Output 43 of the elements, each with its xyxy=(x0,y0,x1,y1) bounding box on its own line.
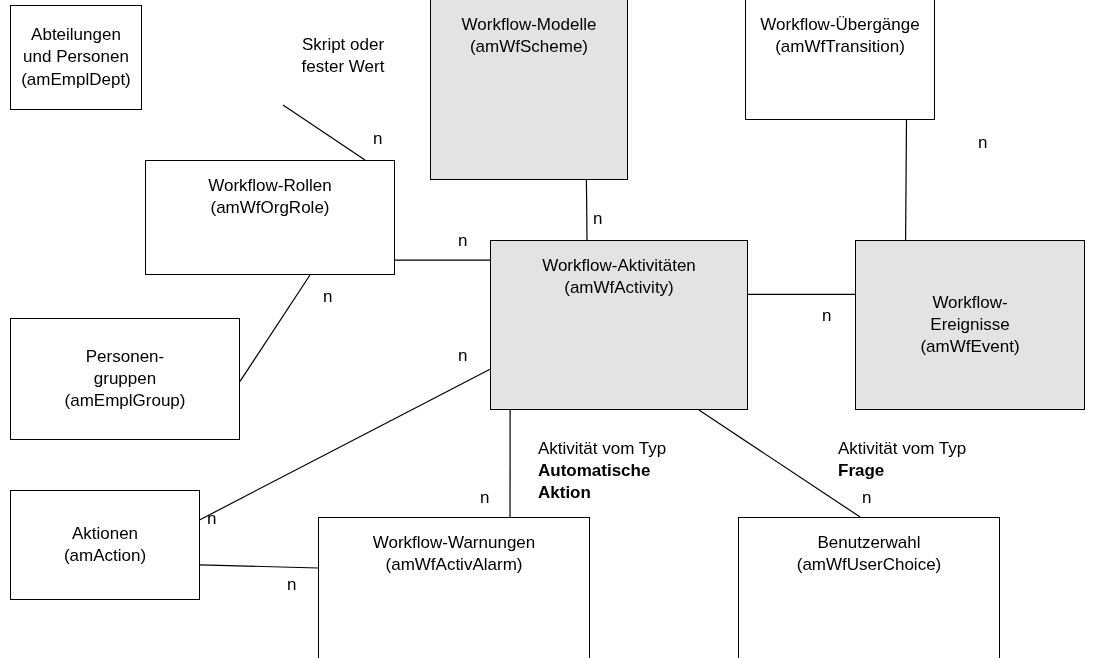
entity-name: Workflow-Warnungen (amWfActivAlarm) xyxy=(371,532,537,577)
cardinality-label: n xyxy=(287,574,297,596)
relationship-line xyxy=(585,179,588,241)
entity-name: Aktionen (amAction) xyxy=(62,522,148,567)
entity-name: Workflow-Aktivitäten (amWfActivity) xyxy=(541,255,697,300)
entity-name: Personen-gruppen (amEmplGroup) xyxy=(63,345,187,413)
entity-box xyxy=(855,240,1085,410)
relationship-line xyxy=(239,274,311,383)
entity-box xyxy=(10,318,240,440)
relationship-line xyxy=(698,409,861,518)
cardinality-label: n xyxy=(593,208,603,230)
cardinality-label: n xyxy=(862,487,872,509)
cardinality-label: n xyxy=(480,487,490,509)
entity-box xyxy=(145,160,395,275)
cardinality-label: n xyxy=(373,128,383,150)
relationship-line xyxy=(282,104,366,161)
relationship-line xyxy=(199,564,319,569)
entity-box xyxy=(490,240,748,410)
entity-box xyxy=(318,517,590,658)
entity-box xyxy=(745,0,935,120)
entity-name: Benutzerwahl (amWfUserChoice) xyxy=(795,532,943,577)
entity-name: Workflow-Modelle (amWfScheme) xyxy=(460,14,598,59)
entity-box xyxy=(430,0,628,180)
cardinality-label: n xyxy=(207,508,217,530)
cardinality-label: n xyxy=(323,286,333,308)
relationship-note: Aktivität vom Typ Automatische Aktion xyxy=(538,438,668,505)
relationship-line xyxy=(905,119,908,241)
entity-box xyxy=(10,490,200,600)
entity-name: Workflow-Ereignisse (amWfEvent) xyxy=(920,291,1020,359)
cardinality-label: n xyxy=(822,305,832,327)
entity-name: Abteilungen und Personen (amEmplDept) xyxy=(20,24,132,91)
cardinality-label: n xyxy=(978,132,988,154)
entity-box xyxy=(10,5,142,110)
entity-name: Workflow-Übergänge (amWfTransition) xyxy=(759,14,921,59)
cardinality-label: n xyxy=(458,345,468,367)
entity-name: Workflow-Rollen (amWfOrgRole) xyxy=(207,175,333,220)
relationship-line xyxy=(394,259,491,261)
relationship-line xyxy=(509,409,511,518)
cardinality-label: n xyxy=(458,230,468,252)
entity-box xyxy=(738,517,1000,658)
relationship-line xyxy=(199,368,491,521)
relationship-line xyxy=(747,293,856,295)
relationship-note: Skript oder fester Wert xyxy=(300,34,386,79)
